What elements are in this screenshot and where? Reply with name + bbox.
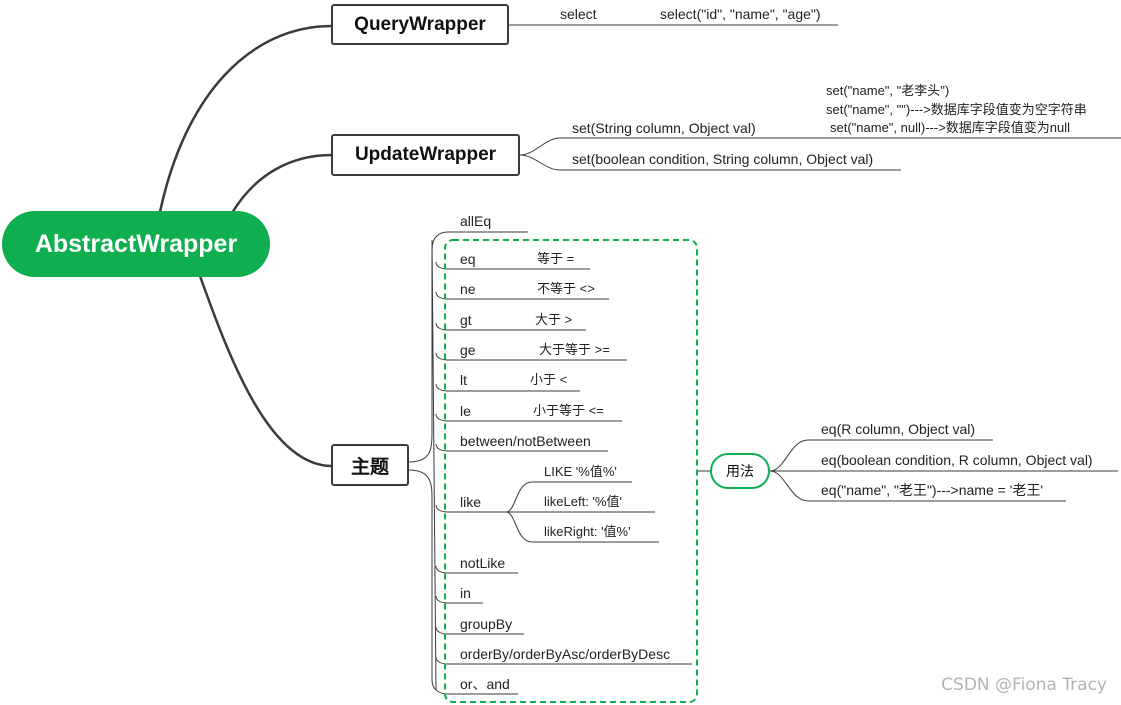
item-ge: ge bbox=[460, 342, 476, 358]
query-select-method: select bbox=[560, 6, 597, 22]
item-eq: eq bbox=[460, 251, 476, 267]
item-gt: gt bbox=[460, 312, 472, 328]
usage-node: 用法 bbox=[710, 453, 770, 489]
root-node: AbstractWrapper bbox=[2, 211, 270, 277]
usage-example-1: eq(R column, Object val) bbox=[821, 421, 976, 437]
topic-node: 主题 bbox=[331, 444, 409, 486]
item-ge-desc: 大于等于 >= bbox=[539, 342, 610, 357]
update-method-set: set(String column, Object val) bbox=[572, 120, 756, 136]
set-example-3: set("name", null)--->数据库字段值变为null bbox=[830, 120, 1071, 135]
set-example-2: set("name", "")--->数据库字段值变为空字符串 bbox=[826, 102, 1087, 117]
usage-example-2: eq(boolean condition, R column, Object v… bbox=[821, 452, 1093, 468]
dashed-group-box bbox=[444, 239, 698, 703]
item-alleq: allEq bbox=[460, 213, 492, 229]
item-eq-desc: 等于 = bbox=[537, 251, 575, 266]
usage-example-3: eq("name", "老王")--->name = '老王' bbox=[821, 482, 1044, 498]
item-like: like bbox=[460, 494, 482, 510]
item-groupby: groupBy bbox=[460, 616, 513, 632]
like-child-like: LIKE '%值%' bbox=[544, 464, 617, 479]
update-wrapper-node: UpdateWrapper bbox=[331, 134, 520, 176]
watermark: CSDN @Fiona Tracy bbox=[941, 675, 1107, 695]
item-between: between/notBetween bbox=[460, 433, 591, 449]
item-lt: lt bbox=[460, 372, 467, 388]
item-ne: ne bbox=[460, 281, 476, 297]
item-lt-desc: 小于 < bbox=[530, 372, 568, 387]
query-wrapper-node: QueryWrapper bbox=[331, 4, 509, 45]
set-example-1: set("name", "老李头") bbox=[826, 83, 950, 98]
item-gt-desc: 大于 > bbox=[535, 312, 573, 327]
query-select-example: select("id", "name", "age") bbox=[660, 6, 821, 22]
item-notlike: notLike bbox=[460, 555, 506, 571]
like-child-likeright: likeRight: '值%' bbox=[544, 524, 631, 539]
item-or-and: or、and bbox=[460, 676, 510, 692]
item-le: le bbox=[460, 403, 471, 419]
item-orderby: orderBy/orderByAsc/orderByDesc bbox=[460, 646, 671, 662]
item-le-desc: 小于等于 <= bbox=[533, 403, 604, 418]
item-in: in bbox=[460, 585, 471, 601]
update-method-set-condition: set(boolean condition, String column, Ob… bbox=[572, 151, 874, 167]
item-ne-desc: 不等于 <> bbox=[537, 281, 595, 296]
like-child-likeleft: likeLeft: '%值' bbox=[544, 494, 622, 509]
